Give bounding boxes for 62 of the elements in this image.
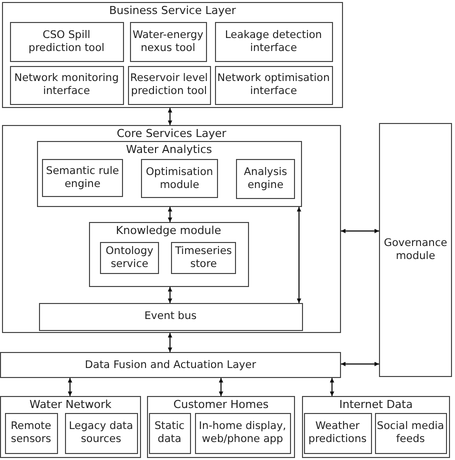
- double-arrow: [218, 378, 224, 396]
- component-box: [10, 22, 124, 62]
- component-label: Data Fusion and Actuation Layer: [84, 358, 256, 372]
- component-label: Network optimisation interface: [216, 72, 331, 98]
- double-arrow: [168, 333, 172, 352]
- component-label: Timeseries store: [174, 245, 233, 271]
- double-arrow: [341, 228, 379, 234]
- component-label: Event bus: [144, 310, 197, 323]
- component-box: [130, 22, 206, 62]
- component-box: [236, 159, 295, 199]
- component-label: Leakage detection interface: [224, 28, 323, 54]
- double-arrow: [168, 207, 172, 222]
- component-box: [194, 412, 290, 454]
- component-label: Analysis engine: [242, 166, 288, 192]
- component-box: [379, 123, 452, 377]
- component-box: [141, 159, 218, 198]
- component-label: Governance module: [382, 237, 448, 263]
- group-panel: [36, 140, 302, 206]
- component-box: [128, 66, 210, 104]
- group-panel: [2, 2, 343, 108]
- group-title: Knowledge module: [116, 224, 222, 236]
- group-title: Water Analytics: [126, 142, 212, 156]
- component-label: Reservoir level prediction tool: [129, 72, 209, 98]
- component-label: Weather predictions: [307, 420, 368, 446]
- component-label: Semantic rule engine: [45, 165, 120, 191]
- group-panel: [0, 396, 141, 458]
- group-title: Internet Data: [339, 398, 413, 411]
- group-title: Business Service Layer: [109, 4, 236, 17]
- component-label: Ontology service: [104, 245, 154, 271]
- double-arrow: [296, 207, 302, 303]
- group-title: Core Services Layer: [116, 127, 226, 140]
- group-panel: [88, 222, 248, 286]
- component-label: Static data: [153, 420, 186, 446]
- component-label: Social media feeds: [376, 420, 446, 446]
- double-arrow: [341, 362, 379, 366]
- component-label: Water-energy nexus tool: [132, 28, 204, 54]
- group-panel: [147, 396, 295, 458]
- component-label: Optimisation module: [144, 166, 214, 192]
- component-label: In-home display, web/phone app: [198, 420, 288, 446]
- component-label: Remote sensors: [10, 420, 52, 446]
- component-box: [10, 66, 124, 104]
- double-arrow: [68, 378, 72, 396]
- group-title: Water Network: [30, 398, 112, 411]
- group-title: Customer Homes: [173, 398, 269, 411]
- component-box: [0, 352, 341, 378]
- component-box: [214, 22, 332, 62]
- component-box: [214, 66, 332, 104]
- component-box: [304, 412, 372, 454]
- component-label: Network monitoring interface: [13, 72, 120, 98]
- component-box: [64, 412, 138, 454]
- double-arrow: [168, 287, 172, 303]
- group-panel: [302, 396, 450, 458]
- component-box: [148, 412, 190, 454]
- component-label: Legacy data sources: [68, 420, 134, 446]
- double-arrow: [330, 378, 334, 396]
- component-box: [4, 412, 58, 454]
- component-box: [38, 302, 302, 330]
- component-label: CSO Spill prediction tool: [28, 28, 106, 54]
- group-panel: [2, 125, 341, 333]
- component-box: [42, 159, 123, 197]
- component-box: [374, 412, 446, 454]
- component-box: [100, 242, 159, 274]
